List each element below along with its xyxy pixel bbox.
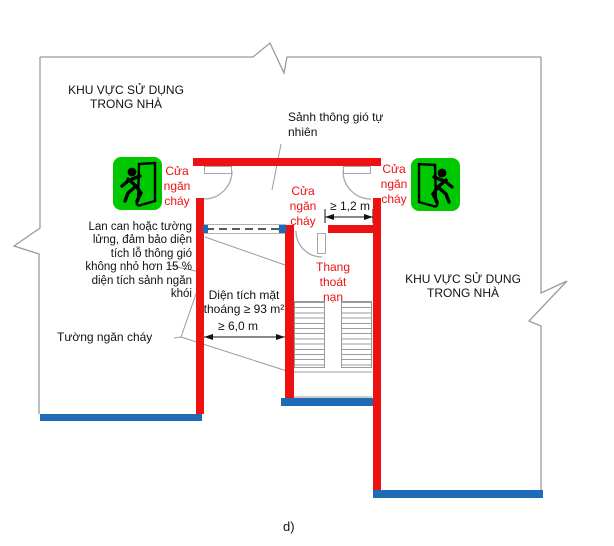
open-well-label-line1: Diện tích mặt xyxy=(208,288,280,302)
fire-door-label-center-line2: ngăn xyxy=(289,199,317,213)
dimension-arrow xyxy=(364,214,373,220)
fire-wall-stairwell-left xyxy=(285,225,294,398)
open-well-label: Diện tích mặt thoáng ≥ 93 m² xyxy=(196,288,292,316)
stair-flight-right xyxy=(341,301,372,368)
fire-door-label-left-line1: Cửa xyxy=(165,164,189,178)
railing-note-line4: không nhỏ hơn 15 % xyxy=(85,261,192,274)
dimension-arrow xyxy=(325,214,334,220)
running-man-icon-mirrored xyxy=(417,162,454,208)
fire-door-label-left-line3: cháy xyxy=(164,194,190,208)
lobby-label-line1: Sảnh thông gió tự xyxy=(288,110,384,124)
open-well-label-line2: thoáng ≥ 93 m² xyxy=(203,302,285,316)
right-zone-label-line2: TRONG NHÀ xyxy=(427,285,499,300)
fire-door-label-right-line2: ngăn xyxy=(380,177,408,191)
break-line-top-border xyxy=(40,41,541,76)
left-zone-label-line2: TRONG NHÀ xyxy=(90,96,162,111)
railing-note-line1: Lan can hoặc tường xyxy=(88,221,192,233)
railing-note-line2: lửng, đảm bảo diện xyxy=(92,234,192,247)
door-swing-arc-right xyxy=(342,170,372,200)
fire-door-label-left-line2: ngăn xyxy=(163,179,191,193)
fire-door-leaf-left xyxy=(204,166,232,174)
floor-slab-right-zone xyxy=(373,490,543,498)
door-swing-arc-stairwell xyxy=(295,230,323,258)
left-zone-label: KHU VỰC SỬ DỤNG TRONG NHÀ xyxy=(55,83,197,111)
fire-door-label-left: Cửa ngăn cháy xyxy=(158,164,196,209)
break-line-left-border xyxy=(12,57,41,414)
figure-caption: d) xyxy=(283,519,295,534)
railing-note-line5: diện tích sảnh ngăn xyxy=(91,274,192,287)
door-swing-arc-left xyxy=(203,170,233,200)
right-zone-label-line1: KHU VỰC SỬ DỤNG xyxy=(405,272,521,286)
dimension-arrow xyxy=(276,334,285,340)
leader-lobby-label xyxy=(271,143,282,191)
dim-open-width-value: ≥ 6,0 m xyxy=(218,319,258,333)
railing-note-line3: tích lỗ thông gió xyxy=(110,247,192,260)
dim-passage-width-text: ≥ 1,2 m xyxy=(324,199,376,213)
left-zone-label-line1: KHU VỰC SỬ DỤNG xyxy=(68,83,184,97)
fire-door-label-right-line3: cháy xyxy=(381,192,407,206)
fire-wall-lobby-right xyxy=(373,198,381,490)
stairwell-label-line1: Thang xyxy=(315,260,351,274)
fire-door-label-center-line1: Cửa xyxy=(291,184,315,198)
leader-railing-note xyxy=(167,264,201,273)
fire-door-label-right-line1: Cửa xyxy=(382,162,406,176)
floor-slab-stairwell xyxy=(281,398,378,406)
railing-note-line6: khói xyxy=(170,288,192,301)
fire-wall-lobby-left xyxy=(196,198,204,414)
dim-open-width-text: ≥ 6,0 m xyxy=(202,319,274,333)
leader-railing-note-2 xyxy=(204,236,286,266)
fire-wall-lobby-top xyxy=(193,158,381,166)
fire-door-label-center: Cửa ngăn cháy xyxy=(281,184,325,229)
fire-door-leaf-stairwell xyxy=(317,233,326,254)
exit-sign-icon-right xyxy=(411,158,460,211)
break-line-right-border xyxy=(527,57,568,490)
figure-caption-text: d) xyxy=(283,519,295,534)
dim-passage-width-value: ≥ 1,2 m xyxy=(330,199,370,213)
stairwell-label-line2: thoát xyxy=(319,275,347,289)
stairwell-label: Thang thoát nạn xyxy=(310,260,356,305)
fire-wall-stairwell-top xyxy=(328,225,373,233)
fire-door-leaf-right xyxy=(343,166,371,174)
right-zone-label: KHU VỰC SỬ DỤNG TRONG NHÀ xyxy=(396,272,530,300)
fire-wall-note: Tường ngăn cháy xyxy=(57,330,177,345)
floor-slab-left-zone xyxy=(40,414,202,421)
running-man-icon xyxy=(119,161,156,207)
fire-door-label-center-line3: cháy xyxy=(290,214,316,228)
railing-note: Lan can hoặc tường lửng, đảm bảo diện tí… xyxy=(40,221,192,301)
lobby-label: Sảnh thông gió tự nhiên xyxy=(288,110,388,140)
stairwell-label-line3: nạn xyxy=(322,290,344,304)
lobby-label-line2: nhiên xyxy=(288,125,318,139)
fire-door-label-right: Cửa ngăn cháy xyxy=(376,162,412,207)
stair-flight-left xyxy=(294,301,325,368)
railing-end-marker-left xyxy=(203,225,208,233)
exit-sign-icon-left xyxy=(113,157,162,210)
fire-wall-note-text: Tường ngăn cháy xyxy=(57,330,153,344)
railing-end-marker-right xyxy=(279,225,286,233)
dimension-arrow xyxy=(204,334,213,340)
